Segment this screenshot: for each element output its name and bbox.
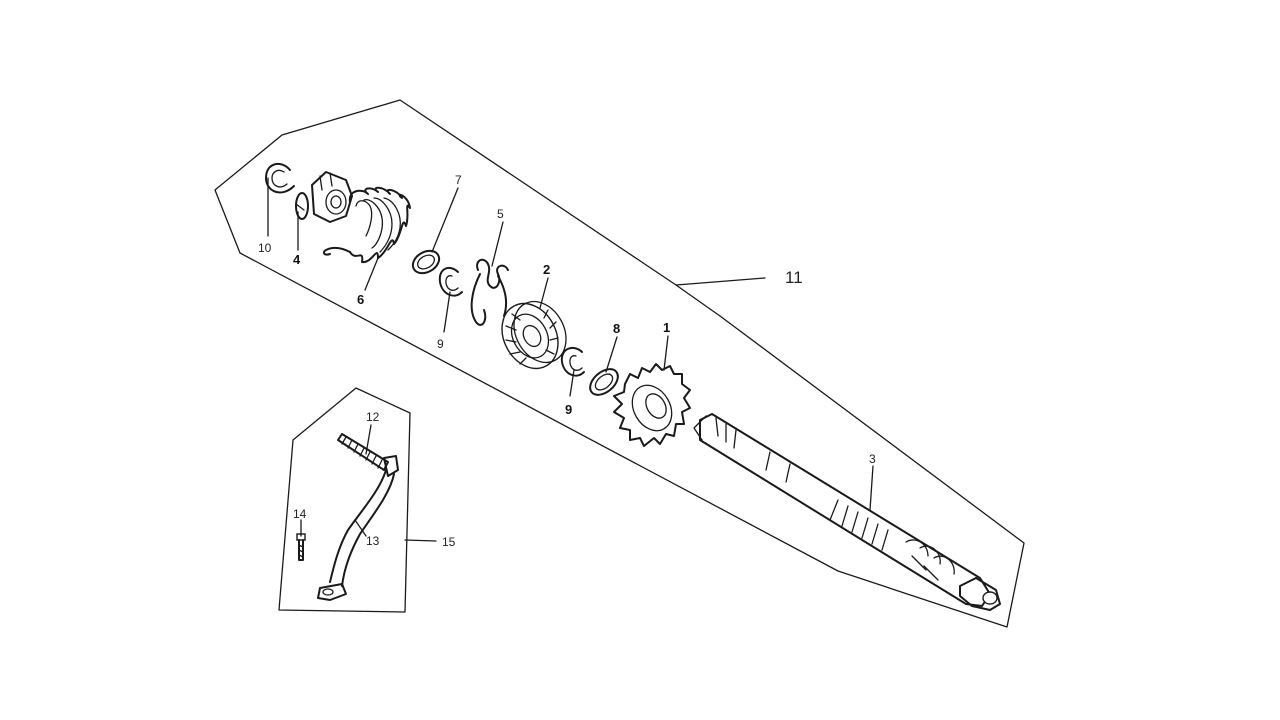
callout-9-lower: 9 xyxy=(565,402,572,417)
callout-10: 10 xyxy=(258,241,272,255)
callout-8: 8 xyxy=(613,321,620,336)
callout-15: 15 xyxy=(442,535,456,549)
part-1-gear xyxy=(613,363,691,447)
callout-6: 6 xyxy=(357,292,364,307)
callout-5: 5 xyxy=(497,207,504,221)
part-9-circlip-upper xyxy=(438,266,463,297)
callout-7: 7 xyxy=(455,173,462,187)
part-2-ratchet xyxy=(501,300,567,370)
callout-3: 3 xyxy=(869,452,876,466)
callout-14: 14 xyxy=(293,507,307,521)
assembly-11-outline xyxy=(214,99,1025,628)
callout-13: 13 xyxy=(366,534,380,548)
part-13-kick-arm xyxy=(317,469,395,601)
callout-2: 2 xyxy=(543,262,550,277)
callout-4: 4 xyxy=(293,252,301,267)
part-5-friction-spring xyxy=(470,258,509,326)
part-14-small-bolt xyxy=(296,533,306,561)
assembly-15-outline xyxy=(278,387,411,613)
part-9-circlip-lower xyxy=(560,346,585,377)
spring-holder-collar xyxy=(311,171,353,223)
part-6-coil-spring xyxy=(322,186,411,264)
callout-labels: 1 2 3 4 5 6 7 8 9 9 10 11 12 13 14 15 xyxy=(258,173,876,549)
callout-9-upper: 9 xyxy=(437,337,444,351)
part-3-kick-shaft xyxy=(693,413,1001,611)
part-8-washer xyxy=(589,368,619,396)
part-4-washer xyxy=(295,192,309,220)
callout-11: 11 xyxy=(785,268,803,287)
leader-lines xyxy=(267,177,874,542)
part-10-circlip xyxy=(265,162,295,194)
part-7-washer xyxy=(411,249,441,275)
callout-12: 12 xyxy=(366,410,380,424)
callout-1: 1 xyxy=(663,320,670,335)
